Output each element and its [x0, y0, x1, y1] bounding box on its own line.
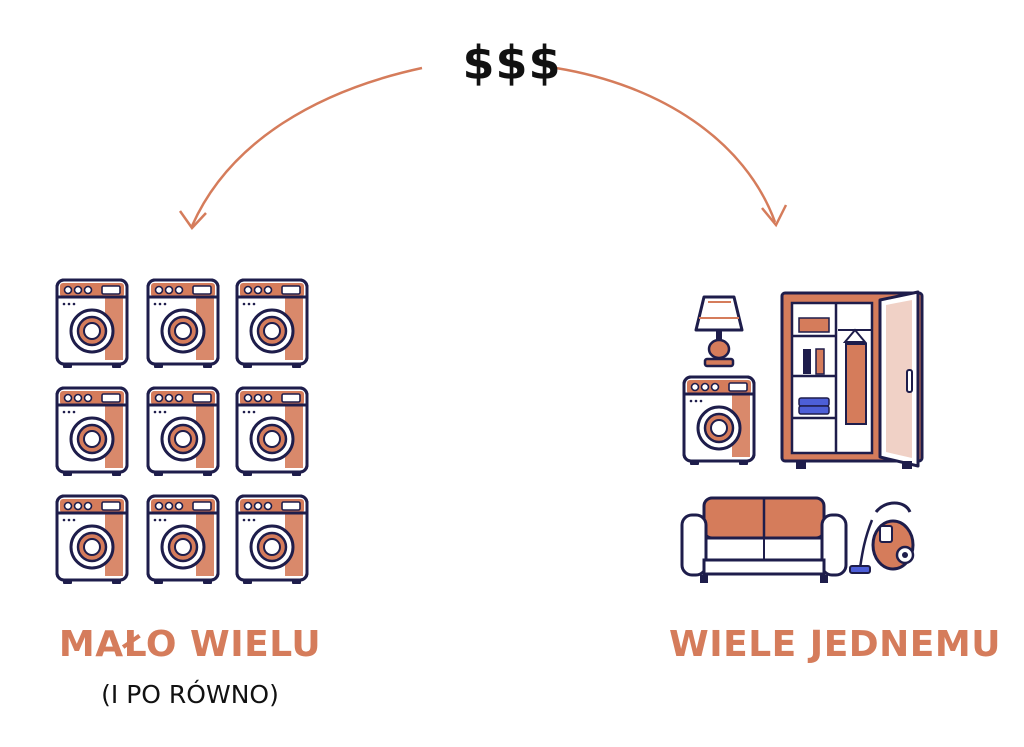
washing-machine-icon	[235, 494, 309, 586]
washing-machine-icon	[146, 494, 220, 586]
washing-machine-icon	[55, 494, 129, 586]
washer-grid	[55, 278, 309, 586]
washing-machine-icon	[235, 386, 309, 478]
lamp-icon	[694, 295, 744, 368]
washing-machine-icon	[55, 278, 129, 370]
washing-machine-icon	[146, 278, 220, 370]
left-label: MAŁO WIELU	[58, 624, 322, 665]
left-sublabel: (I PO RÓWNO)	[101, 680, 279, 709]
wardrobe-icon	[780, 290, 924, 469]
washing-machine-icon	[55, 386, 129, 478]
vacuum-cleaner-icon	[849, 501, 915, 574]
washing-machine-icon	[682, 375, 756, 467]
washing-machine-icon	[235, 278, 309, 370]
sofa-icon	[680, 496, 848, 583]
arrow-left	[178, 66, 423, 230]
arrow-right	[555, 66, 788, 228]
right-label: WIELE JEDNEMU	[669, 624, 1001, 665]
money-title: $$$	[462, 36, 562, 90]
washing-machine-icon	[146, 386, 220, 478]
